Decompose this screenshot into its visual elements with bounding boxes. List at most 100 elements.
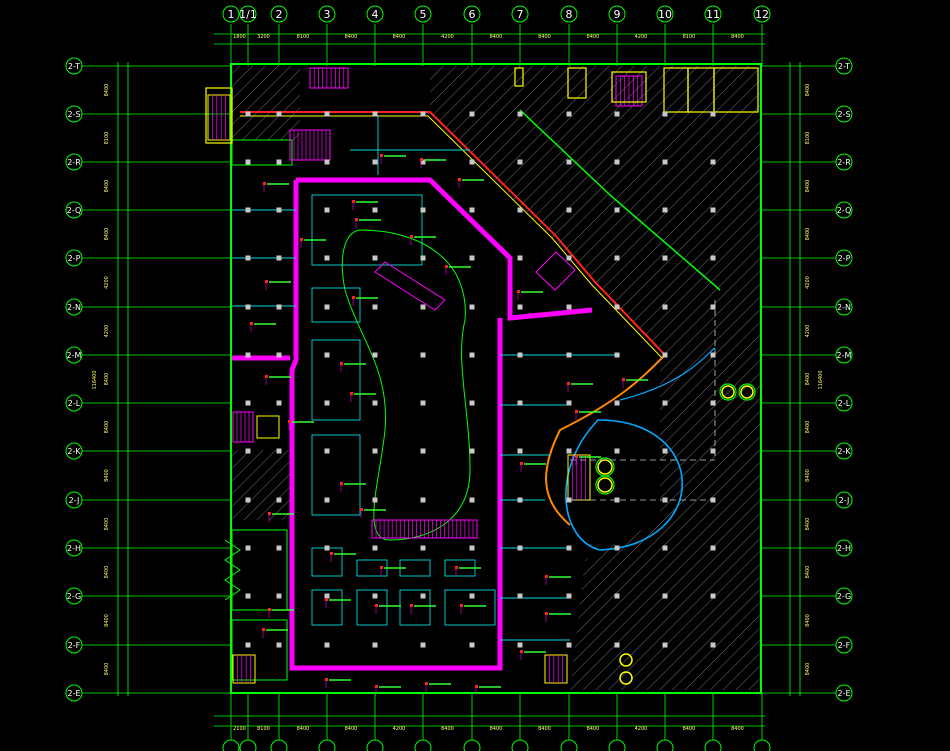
column-marker bbox=[517, 497, 523, 503]
column-marker bbox=[245, 400, 251, 406]
column-marker bbox=[710, 400, 716, 406]
column-marker bbox=[566, 207, 572, 213]
column-marker bbox=[662, 593, 668, 599]
column-marker bbox=[324, 207, 330, 213]
equipment-marker bbox=[517, 290, 520, 293]
column-marker bbox=[662, 207, 668, 213]
column-marker bbox=[710, 159, 716, 165]
equipment-marker bbox=[520, 650, 523, 653]
side-dimension-right: 8400 bbox=[805, 566, 811, 579]
column-marker bbox=[566, 304, 572, 310]
column-axis-label: 6 bbox=[469, 8, 476, 21]
column-marker bbox=[517, 400, 523, 406]
column-marker bbox=[517, 352, 523, 358]
column-marker bbox=[420, 497, 426, 503]
column-axis-label: 7 bbox=[517, 8, 524, 21]
dimension-lines bbox=[117, 33, 801, 727]
column-marker bbox=[517, 255, 523, 261]
column-marker bbox=[245, 255, 251, 261]
column-marker bbox=[469, 448, 475, 454]
row-axis-label-right: 2-K bbox=[837, 447, 851, 456]
column-marker bbox=[276, 400, 282, 406]
bottom-dimension: 8400 bbox=[587, 726, 600, 732]
equipment-marker bbox=[575, 455, 578, 458]
column-marker bbox=[245, 207, 251, 213]
column-marker bbox=[710, 111, 716, 117]
column-marker bbox=[324, 111, 330, 117]
row-axis-label-right: 2-H bbox=[837, 544, 851, 553]
column-marker bbox=[662, 642, 668, 648]
column-marker bbox=[566, 497, 572, 503]
column-marker bbox=[372, 545, 378, 551]
equipment-marker bbox=[622, 378, 625, 381]
column-marker bbox=[614, 400, 620, 406]
top-dimension: 8400 bbox=[538, 34, 551, 40]
column-marker bbox=[420, 159, 426, 165]
column-axis-label: 5 bbox=[420, 8, 427, 21]
equipment-marker bbox=[288, 420, 291, 423]
side-dimension-right: 8400 bbox=[805, 373, 811, 386]
equipment-marker bbox=[475, 685, 478, 688]
column-marker bbox=[517, 159, 523, 165]
column-marker bbox=[662, 111, 668, 117]
column-marker bbox=[662, 304, 668, 310]
equipment-marker bbox=[340, 362, 343, 365]
column-marker bbox=[566, 448, 572, 454]
row-axis-label: 2-K bbox=[67, 447, 81, 456]
bottom-dimension: 8400 bbox=[490, 726, 503, 732]
side-dimension-left: 8100 bbox=[104, 132, 110, 145]
bottom-dimension: 2100 bbox=[233, 726, 246, 732]
column-marker bbox=[566, 400, 572, 406]
column-marker bbox=[276, 448, 282, 454]
column-marker bbox=[372, 207, 378, 213]
side-dimension-left: 8400 bbox=[104, 566, 110, 579]
column-marker bbox=[420, 255, 426, 261]
equipment-marker bbox=[520, 462, 523, 465]
row-axis-label: 2-F bbox=[68, 641, 81, 650]
column-marker bbox=[420, 448, 426, 454]
row-axis-label: 2-G bbox=[67, 592, 81, 601]
column-marker bbox=[566, 255, 572, 261]
column-marker bbox=[324, 593, 330, 599]
top-dimension: 1800 bbox=[233, 34, 246, 40]
column-marker bbox=[420, 642, 426, 648]
column-marker bbox=[614, 352, 620, 358]
column-marker bbox=[372, 159, 378, 165]
building-outline bbox=[230, 63, 762, 694]
top-dimension: 8400 bbox=[393, 34, 406, 40]
column-marker bbox=[420, 593, 426, 599]
column-marker bbox=[469, 159, 475, 165]
row-axis-label: 2-N bbox=[67, 303, 81, 312]
column-marker bbox=[662, 352, 668, 358]
side-dimension-right: 4200 bbox=[805, 325, 811, 338]
side-dimension-left: 8400 bbox=[104, 421, 110, 434]
column-marker bbox=[245, 111, 251, 117]
equipment-marker bbox=[455, 566, 458, 569]
equipment-marker bbox=[460, 604, 463, 607]
row-axis-label-right: 2-F bbox=[838, 641, 851, 650]
column-marker bbox=[710, 593, 716, 599]
column-marker bbox=[420, 111, 426, 117]
column-marker bbox=[566, 159, 572, 165]
column-marker bbox=[517, 111, 523, 117]
column-marker bbox=[469, 111, 475, 117]
column-marker bbox=[662, 159, 668, 165]
equipment-marker bbox=[545, 575, 548, 578]
bottom-dimension: 8400 bbox=[731, 726, 744, 732]
side-dimension-left: 8400 bbox=[104, 228, 110, 241]
column-marker bbox=[710, 497, 716, 503]
column-marker bbox=[276, 159, 282, 165]
side-dimension-right: 8100 bbox=[805, 132, 811, 145]
column-marker bbox=[245, 593, 251, 599]
column-marker bbox=[245, 448, 251, 454]
column-marker bbox=[469, 497, 475, 503]
column-marker bbox=[469, 545, 475, 551]
column-axis-label: 1 bbox=[228, 8, 235, 21]
row-axis-label-right: 2-G bbox=[837, 592, 851, 601]
column-marker bbox=[324, 400, 330, 406]
column-marker bbox=[372, 642, 378, 648]
column-axis-label: 8 bbox=[566, 8, 573, 21]
equipment-marker bbox=[250, 322, 253, 325]
row-axis-label: 2-Q bbox=[67, 206, 82, 215]
side-dimension-right: 8400 bbox=[805, 614, 811, 627]
